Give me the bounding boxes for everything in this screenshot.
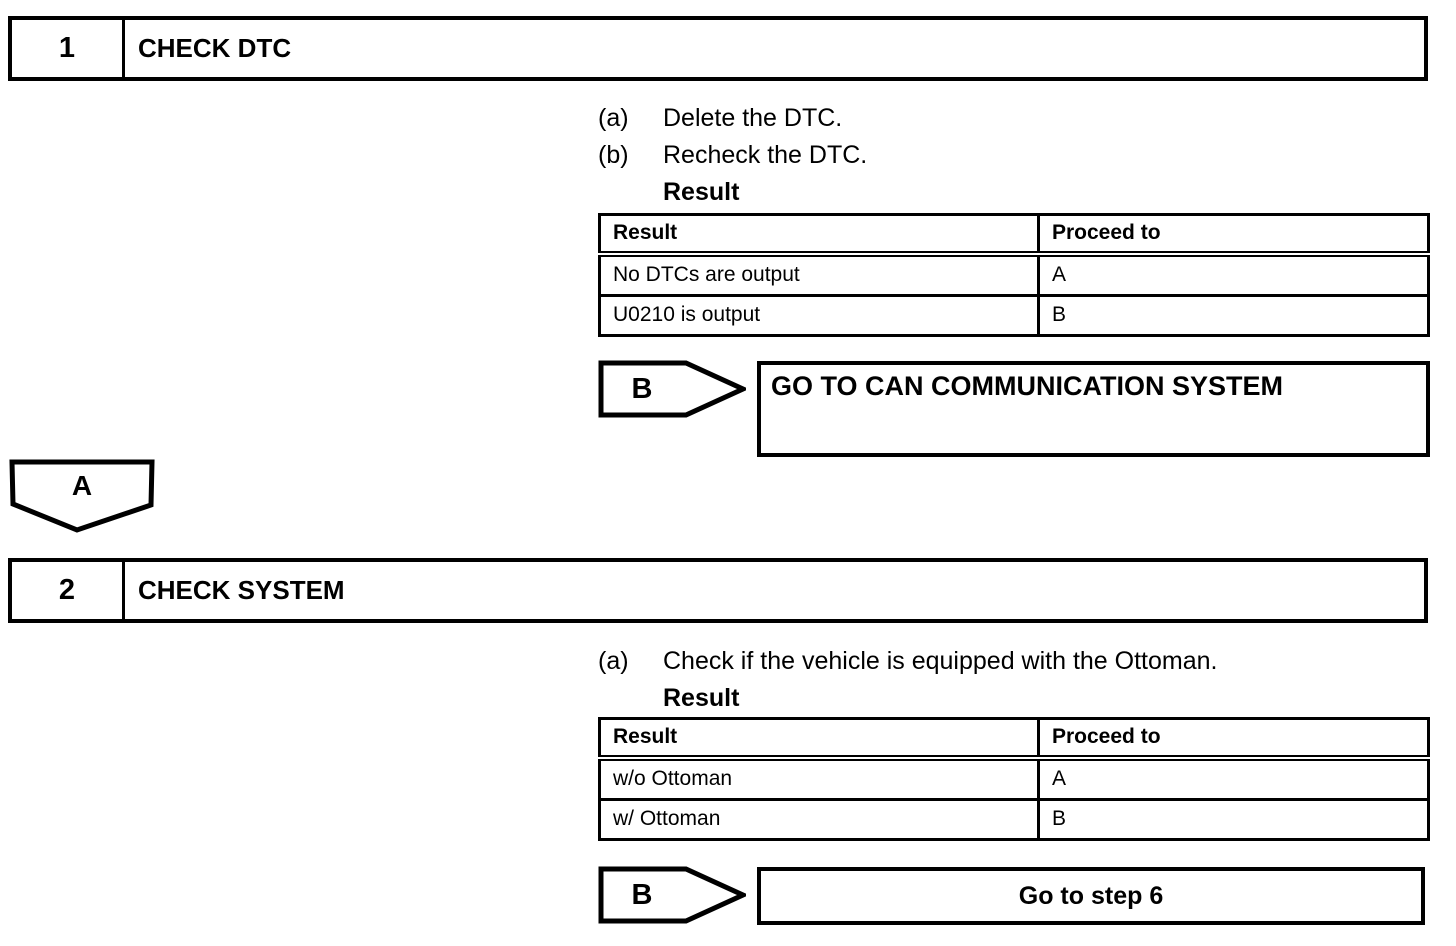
- substep-a: (a) Check if the vehicle is equipped wit…: [598, 643, 1438, 680]
- branch-letter: B: [631, 878, 653, 911]
- step-1-result-table: Result Proceed to No DTCs are output A U…: [598, 213, 1430, 337]
- result-cell: No DTCs are output: [598, 253, 1040, 297]
- step-1-number: 1: [12, 20, 125, 77]
- substep-marker: (a): [598, 647, 629, 675]
- step-2-header: 2 CHECK SYSTEM: [8, 558, 1428, 623]
- step-1-instructions: (a) Delete the DTC. (b) Recheck the DTC.…: [598, 100, 1438, 211]
- proceed-to-column-header: Proceed to: [1037, 717, 1430, 761]
- proceed-cell: A: [1037, 757, 1430, 801]
- result-label: Result: [663, 178, 740, 206]
- table-header-row: Result Proceed to: [598, 717, 1430, 761]
- substep-text: Delete the DTC.: [663, 104, 843, 132]
- proceed-cell: A: [1037, 253, 1430, 297]
- branch-b-arrow: B: [598, 360, 746, 418]
- substep-text: Recheck the DTC.: [663, 141, 868, 169]
- result-label: Result: [663, 684, 740, 712]
- substep-a: (a) Delete the DTC.: [598, 100, 1438, 137]
- result-column-header: Result: [598, 213, 1040, 257]
- table-header-row: Result Proceed to: [598, 213, 1430, 257]
- substep-marker: (a): [598, 104, 629, 132]
- table-row: w/ Ottoman B: [598, 798, 1430, 841]
- result-cell: U0210 is output: [598, 294, 1040, 337]
- goto-can-communication-box: GO TO CAN COMMUNICATION SYSTEM: [757, 361, 1430, 457]
- table-row: U0210 is output B: [598, 294, 1430, 337]
- substep-b: (b) Recheck the DTC.: [598, 137, 1438, 174]
- connector-letter: A: [71, 470, 93, 501]
- result-cell: w/ Ottoman: [598, 798, 1040, 841]
- proceed-cell: B: [1037, 798, 1430, 841]
- table-row: w/o Ottoman A: [598, 757, 1430, 801]
- connector-a: A: [9, 459, 155, 533]
- step-2-instructions: (a) Check if the vehicle is equipped wit…: [598, 643, 1438, 717]
- table-row: No DTCs are output A: [598, 253, 1430, 297]
- step-2-title: CHECK SYSTEM: [138, 575, 345, 605]
- result-cell: w/o Ottoman: [598, 757, 1040, 801]
- branch-letter: B: [631, 372, 653, 405]
- proceed-to-column-header: Proceed to: [1037, 213, 1430, 257]
- substep-marker: (b): [598, 141, 629, 169]
- proceed-cell: B: [1037, 294, 1430, 337]
- goto-step-6-box: Go to step 6: [757, 867, 1425, 925]
- step-1-title: CHECK DTC: [138, 33, 292, 63]
- step-2-number: 2: [12, 562, 125, 619]
- branch-b-arrow: B: [598, 866, 746, 924]
- step-2-result-table: Result Proceed to w/o Ottoman A w/ Ottom…: [598, 717, 1430, 841]
- substep-text: Check if the vehicle is equipped with th…: [663, 647, 1218, 675]
- result-column-header: Result: [598, 717, 1040, 761]
- step-1-header: 1 CHECK DTC: [8, 16, 1428, 81]
